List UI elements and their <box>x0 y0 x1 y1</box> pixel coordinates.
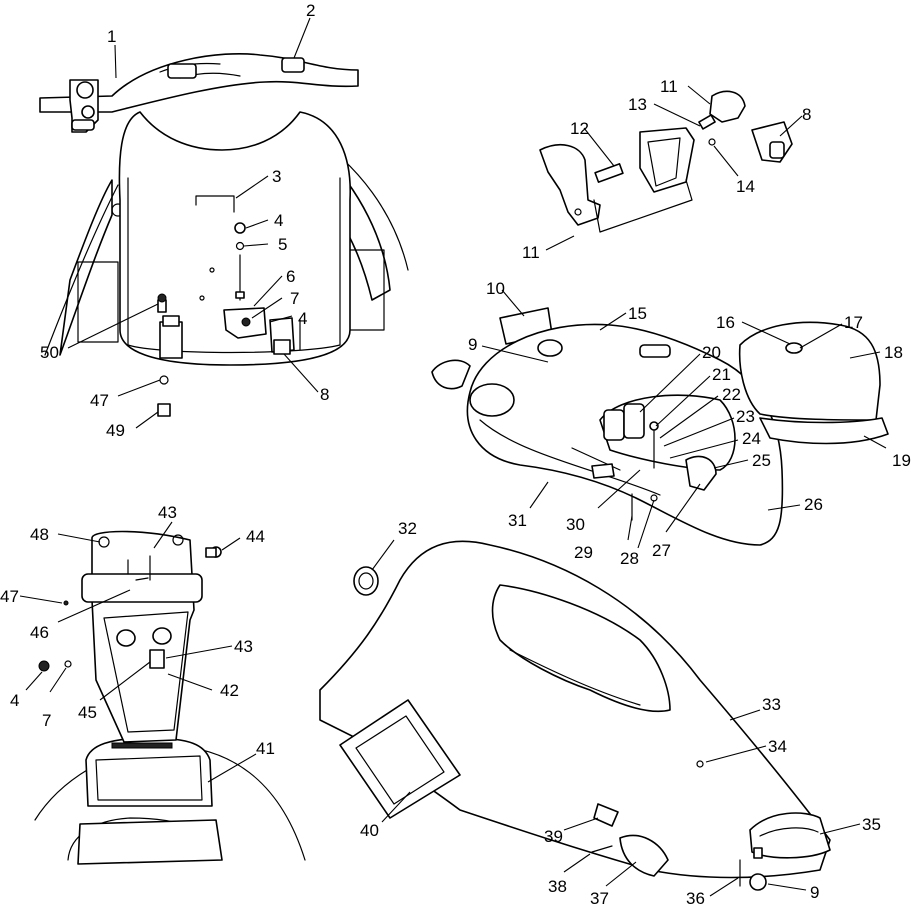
callout-31: 31 <box>508 511 527 530</box>
callout-27: 27 <box>652 541 671 560</box>
callout-6: 6 <box>286 267 295 286</box>
callout-20: 20 <box>702 343 721 362</box>
callout-45: 45 <box>78 703 97 722</box>
callout-33: 33 <box>762 695 781 714</box>
callout-1: 1 <box>107 27 116 46</box>
callout-29: 29 <box>574 543 593 562</box>
hinge-hardware-assembly <box>539 90 793 233</box>
callout-34: 34 <box>768 737 787 756</box>
leader-lines <box>19 17 887 897</box>
callout-24: 24 <box>742 429 761 448</box>
callout-7: 7 <box>42 711 51 730</box>
callout-40: 40 <box>360 821 379 840</box>
callout-44: 44 <box>246 527 265 546</box>
callout-22: 22 <box>722 385 741 404</box>
callout-28: 28 <box>620 549 639 568</box>
callout-14: 14 <box>736 177 755 196</box>
callout-12: 12 <box>570 119 589 138</box>
callout-49: 49 <box>106 421 125 440</box>
rear-tail-assembly <box>34 530 306 865</box>
callout-15: 15 <box>628 304 647 323</box>
callout-48: 48 <box>30 525 49 544</box>
callout-39: 39 <box>544 827 563 846</box>
callout-30: 30 <box>566 515 585 534</box>
callout-2: 2 <box>306 1 315 20</box>
callout-17: 17 <box>844 313 863 332</box>
callout-47: 47 <box>90 391 109 410</box>
callout-11: 11 <box>660 77 678 96</box>
callout-16: 16 <box>716 313 735 332</box>
callout-8: 8 <box>802 105 811 124</box>
callout-10: 10 <box>486 279 505 298</box>
callout-19: 19 <box>892 451 911 470</box>
callout-4: 4 <box>274 211 283 230</box>
seat-fender-assembly <box>319 540 831 891</box>
callout-38: 38 <box>548 877 567 896</box>
callout-35: 35 <box>862 815 881 834</box>
callout-42: 42 <box>220 681 239 700</box>
callout-32: 32 <box>398 519 417 538</box>
callout-9: 9 <box>810 883 819 902</box>
callout-7: 7 <box>290 289 299 308</box>
callout-26: 26 <box>804 495 823 514</box>
callout-36: 36 <box>686 889 705 907</box>
callout-13: 13 <box>628 95 647 114</box>
callout-43: 43 <box>234 637 253 656</box>
callout-4: 4 <box>298 309 307 328</box>
callout-37: 37 <box>590 889 609 907</box>
callout-18: 18 <box>884 343 903 362</box>
callout-25: 25 <box>752 451 771 470</box>
callout-5: 5 <box>278 235 287 254</box>
callout-4: 4 <box>10 691 19 710</box>
callout-8: 8 <box>320 385 329 404</box>
callout-21: 21 <box>712 365 731 384</box>
callout-46: 46 <box>30 623 49 642</box>
front-hood-assembly <box>39 52 409 417</box>
callout-47: 47 <box>0 587 19 606</box>
callout-41: 41 <box>256 739 275 758</box>
callout-43: 43 <box>158 503 177 522</box>
callout-50: 50 <box>40 343 59 362</box>
callout-23: 23 <box>736 407 755 426</box>
callout-11: 11 <box>522 243 540 262</box>
callout-3: 3 <box>272 167 281 186</box>
callout-9: 9 <box>468 335 477 354</box>
